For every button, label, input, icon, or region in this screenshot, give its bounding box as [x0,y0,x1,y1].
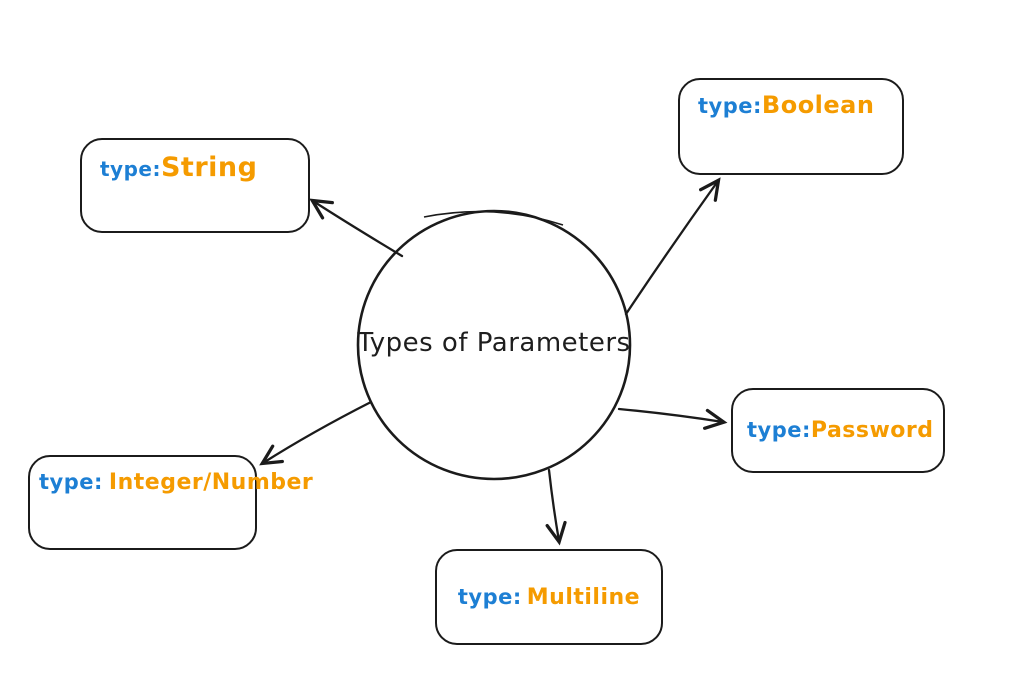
node-type-multiline[interactable]: type:Multiline [435,549,663,645]
arrow-center-to-multiline[interactable] [545,468,567,546]
type-password-prefix: type: [747,418,811,442]
arrow-center-to-password[interactable] [617,407,728,430]
center-circle-sketch-stroke [423,210,564,226]
center-circle-shape[interactable] [356,209,632,481]
arrow-center-to-integer[interactable] [259,400,373,466]
type-password-value: Password [810,418,934,443]
type-boolean-value: Boolean [761,91,875,119]
type-integer-value: Integer/Number [108,470,314,495]
node-type-integer-number[interactable]: type:Integer/Number [28,455,313,550]
node-type-password[interactable]: type:Password [731,388,945,473]
type-multiline-value: Multiline [526,584,641,610]
center-circle-label: Types of Parameters [357,328,631,358]
type-integer-prefix: type: [39,470,103,494]
type-multiline-prefix: type: [457,584,522,609]
arrow-center-to-string[interactable] [309,198,404,258]
type-string-prefix: type: [100,157,161,181]
node-type-boolean[interactable]: type:Boolean [678,78,904,175]
type-boolean-prefix: type: [698,94,762,118]
arrow-center-to-boolean[interactable] [624,177,721,316]
type-string-value: String [160,152,258,183]
node-type-string[interactable]: type:String [80,138,310,233]
